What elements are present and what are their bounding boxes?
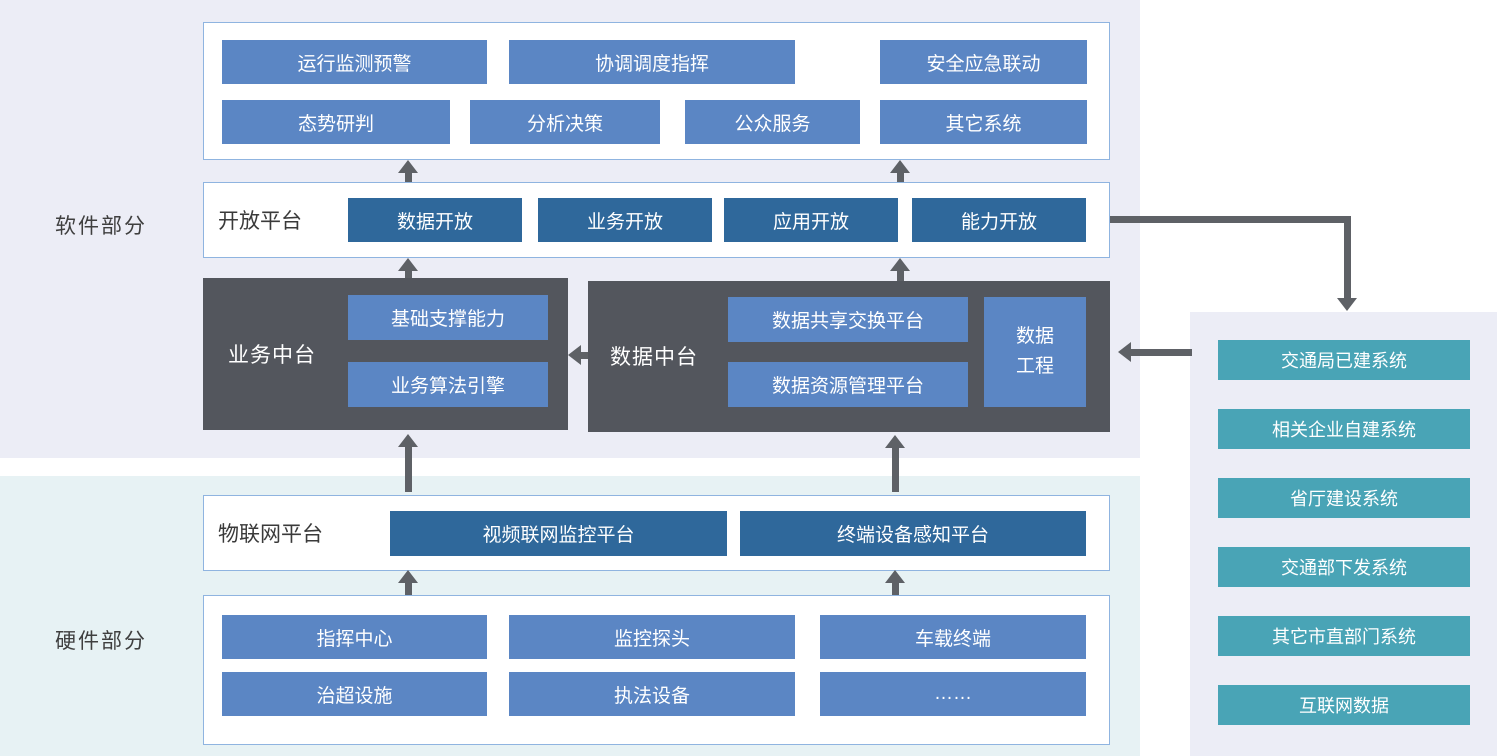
app-node: 态势研判 [222,100,450,144]
business-middle-platform-label: 业务中台 [228,344,316,367]
iot-node: 视频联网监控平台 [390,511,727,556]
iot-node: 终端设备感知平台 [740,511,1086,556]
arrow-left-icon [1118,342,1192,362]
arrow-up-icon [890,160,910,182]
data-node: 数据资源管理平台 [728,362,968,407]
hardware-node: 车载终端 [820,615,1086,659]
data-middle-platform-label: 数据中台 [610,346,698,369]
hardware-node: 执法设备 [509,672,795,716]
arrow-up-icon [885,570,905,595]
elbow-connector-horizontal [1110,216,1351,223]
open-platform-node: 应用开放 [724,198,898,242]
external-node: 其它市直部门系统 [1218,616,1470,656]
hardware-node: 治超设施 [222,672,487,716]
hardware-node: 监控探头 [509,615,795,659]
external-node: 交通部下发系统 [1218,547,1470,587]
open-platform-node: 业务开放 [538,198,712,242]
external-node: 交通局已建系统 [1218,340,1470,380]
arrow-up-icon [885,435,905,492]
app-node: 安全应急联动 [880,40,1087,84]
app-node: 运行监测预警 [222,40,487,84]
open-platform-node: 数据开放 [348,198,522,242]
data-node: 数据共享交换平台 [728,297,968,342]
hardware-section-label: 硬件部分 [55,630,147,653]
open-platform-node: 能力开放 [912,198,1086,242]
arrow-up-icon [398,258,418,278]
hardware-node: 指挥中心 [222,615,487,659]
business-node: 业务算法引擎 [348,362,548,407]
arrow-down-icon [1337,298,1357,311]
data-engineering-node: 数据工程 [984,297,1086,407]
external-systems-panel [1190,312,1497,756]
elbow-connector-vertical [1344,216,1351,298]
arrow-up-icon [398,160,418,182]
arrow-left-icon [568,345,588,365]
arrow-up-icon [398,570,418,595]
external-node: 相关企业自建系统 [1218,409,1470,449]
open-platform-label: 开放平台 [218,210,302,233]
arrow-up-icon [398,434,418,492]
external-node: 互联网数据 [1218,685,1470,725]
software-section-label: 软件部分 [55,215,147,238]
business-node: 基础支撑能力 [348,295,548,340]
app-node: 协调调度指挥 [509,40,795,84]
hardware-node: …… [820,672,1086,716]
app-node: 分析决策 [470,100,660,144]
iot-platform-label: 物联网平台 [218,523,323,546]
external-node: 省厅建设系统 [1218,478,1470,518]
app-node: 其它系统 [880,100,1087,144]
app-node: 公众服务 [685,100,860,144]
arrow-up-icon [890,258,910,281]
